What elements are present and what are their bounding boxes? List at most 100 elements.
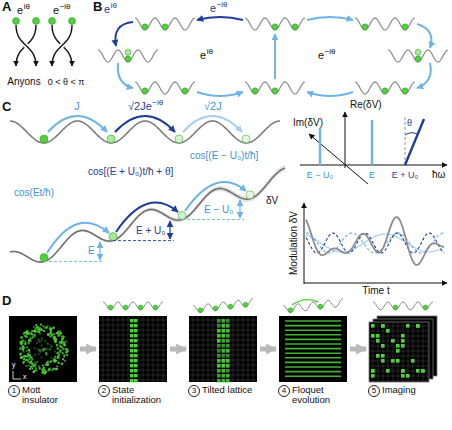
atom-signal — [59, 332, 61, 334]
modulated-lattice — [10, 166, 285, 262]
atom-signal — [28, 341, 30, 343]
hopping-arrow — [292, 300, 318, 305]
atom-signal — [285, 320, 341, 322]
atom-signal — [34, 370, 36, 372]
atom-signal — [134, 364, 137, 367]
atom-signal — [60, 332, 62, 334]
modulated-lattice — [10, 169, 285, 262]
atom-signal — [26, 332, 28, 334]
drive-formula: cos[(E + U₀)t/ħ + θ] — [88, 167, 173, 177]
worldline — [16, 25, 36, 66]
atom-signal — [23, 351, 25, 353]
atom-signal — [217, 329, 221, 333]
atom-signal — [64, 360, 66, 362]
atom-dot — [175, 135, 183, 143]
atom-signal — [64, 344, 66, 346]
atom-signal — [46, 353, 48, 355]
atom-signal — [61, 363, 63, 365]
atom-signal — [50, 346, 52, 348]
atom-signal — [285, 352, 341, 354]
atom-signal — [406, 324, 410, 328]
lattice-grid — [113, 316, 114, 382]
atom-signal — [35, 324, 37, 326]
atom-signal — [130, 374, 133, 377]
atom-signal — [47, 364, 49, 366]
atom-signal — [43, 325, 45, 327]
atom-signal — [46, 353, 48, 355]
atom-signal — [54, 359, 56, 361]
atom-signal — [134, 324, 137, 327]
step-panel: 3Tilted lattice — [188, 316, 258, 397]
lattice-grid — [118, 316, 119, 382]
atom-signal — [391, 339, 395, 343]
atom-signal — [63, 344, 65, 346]
spectral-line — [371, 120, 373, 165]
atom-signal — [33, 326, 35, 328]
atom-signal — [22, 362, 24, 364]
phase-factor: e — [200, 50, 206, 61]
atom-dot — [108, 305, 113, 310]
atom-signal — [51, 334, 53, 336]
atom-signal — [46, 362, 48, 364]
atom-dot — [40, 254, 48, 262]
atom-signal — [24, 343, 26, 345]
camera-image — [9, 316, 77, 382]
atom-signal — [217, 334, 221, 338]
camera-image — [189, 316, 257, 382]
atom-signal — [217, 319, 221, 323]
atom-signal — [416, 324, 420, 328]
atom-signal — [226, 329, 230, 333]
lattice-grid — [193, 316, 194, 382]
atom-signal — [130, 379, 133, 382]
step-panel: 1Mott insulator — [8, 316, 78, 406]
atom-signal — [26, 333, 28, 335]
atom-signal — [371, 374, 375, 378]
worldline-gap — [16, 25, 36, 66]
atom-signal — [222, 344, 226, 348]
step-caption: 4Floquet evolution — [278, 384, 348, 406]
phase-factor: e — [210, 3, 216, 14]
atom-signal — [58, 334, 60, 336]
atom-dot — [272, 88, 278, 94]
atom-signal — [226, 369, 230, 373]
atom-signal — [49, 368, 51, 370]
panel-letter: D — [2, 294, 11, 307]
atom-dot — [123, 305, 128, 310]
image-area — [98, 316, 168, 384]
state-loops — [98, 17, 448, 96]
spectral-line — [405, 119, 424, 165]
worldline-gap — [52, 25, 72, 66]
atom-signal — [285, 362, 341, 364]
atom-signal — [29, 354, 31, 356]
atom-signal — [30, 361, 32, 363]
phase-exponent: −iθ — [152, 99, 163, 107]
sequence-images — [9, 298, 437, 382]
atom-signal — [25, 355, 27, 357]
image-area — [188, 316, 258, 384]
lattice-icon — [283, 298, 343, 312]
lattice-wells — [388, 50, 448, 62]
atom-signal — [50, 360, 52, 362]
atom-signal — [222, 359, 226, 363]
atom-signal — [376, 339, 380, 343]
atom-signal — [28, 333, 30, 335]
atom-signal — [54, 356, 56, 358]
step-arrow — [80, 347, 96, 352]
atom-signal — [401, 369, 405, 373]
atom-signal — [226, 349, 230, 353]
atom-signal — [391, 359, 395, 363]
frequency-label: E + U₀ — [392, 171, 419, 180]
hopping-arrow — [48, 116, 107, 132]
atom-signal — [34, 354, 36, 356]
atom-signal — [226, 319, 230, 323]
atom-signal — [130, 319, 133, 322]
caption-text: Anyons — [7, 77, 40, 87]
total-wave — [306, 217, 444, 265]
atom-signal — [66, 354, 68, 356]
atom-dot — [288, 308, 293, 313]
atom-signal — [50, 357, 52, 359]
atom-signal — [411, 359, 415, 363]
atom-signal — [40, 324, 42, 326]
drive-formula: cos[(E − U₀)t/ħ] — [190, 151, 258, 161]
atom-signal — [34, 347, 36, 349]
